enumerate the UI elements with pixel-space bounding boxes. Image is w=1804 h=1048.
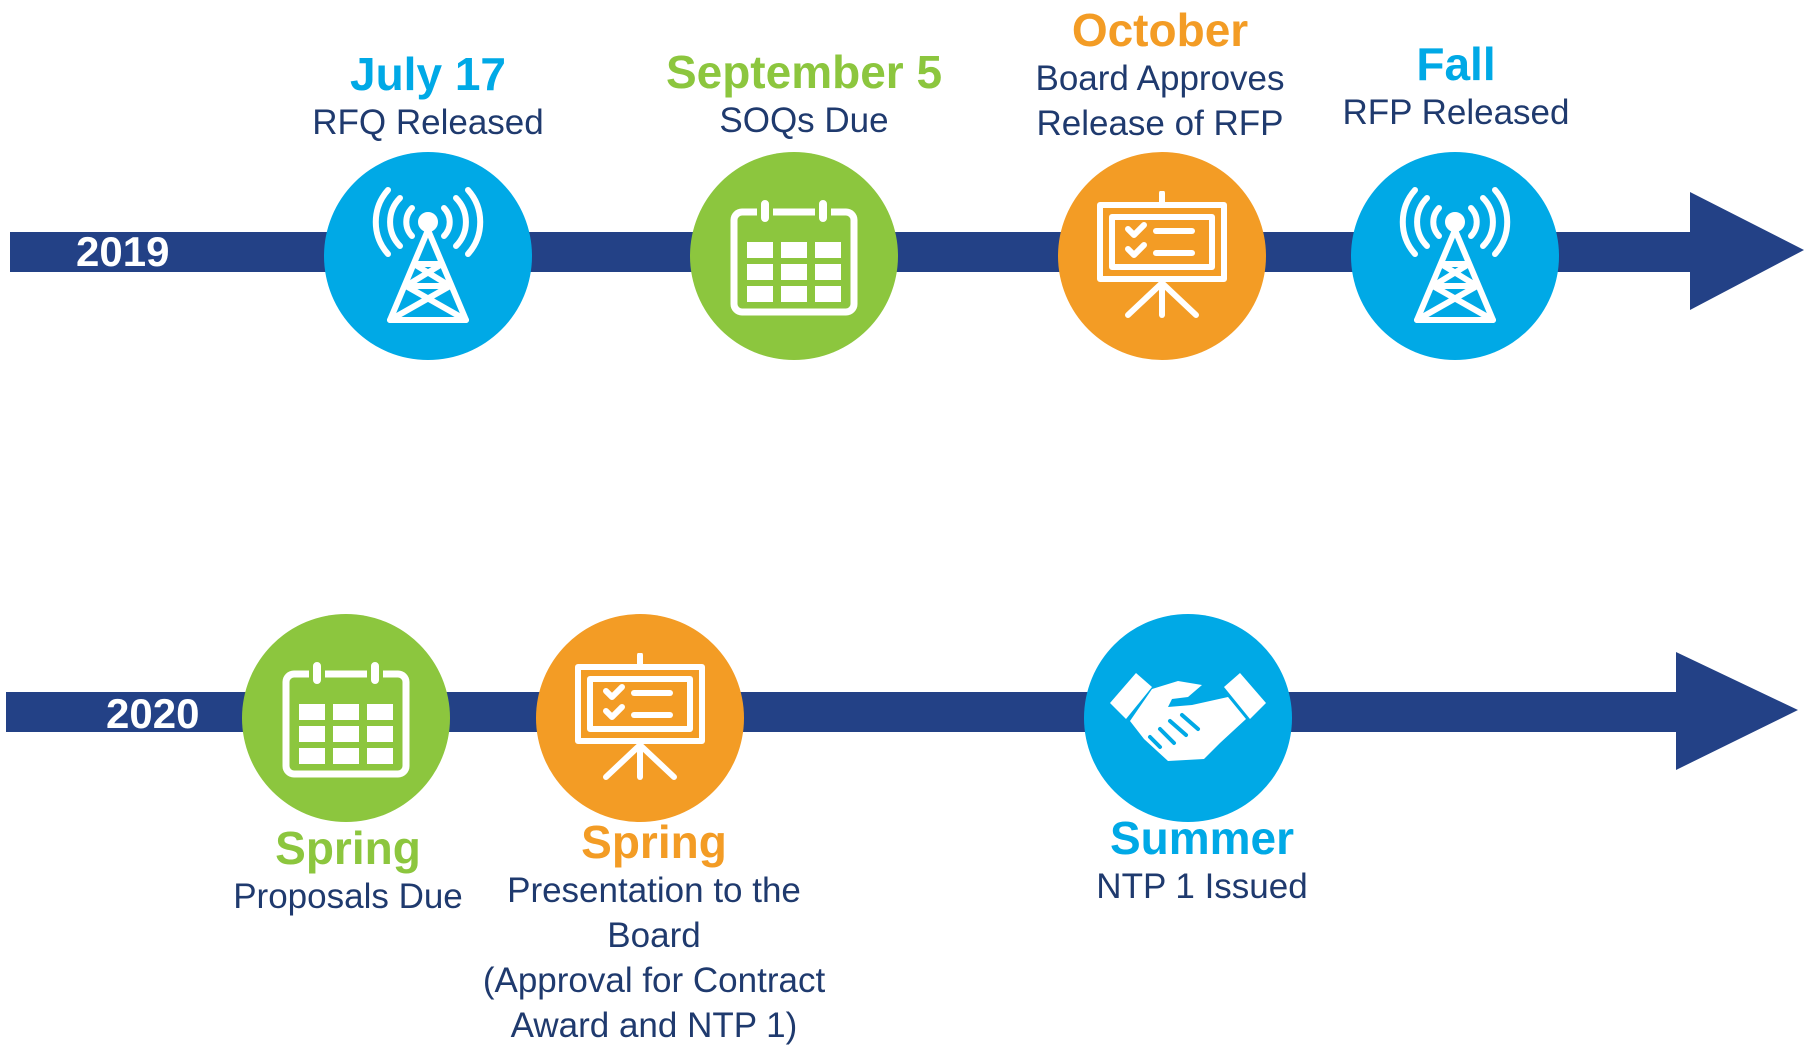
milestone-2019-3-node xyxy=(1058,152,1266,360)
presentation-board-icon xyxy=(575,653,705,780)
milestone-date: Summer xyxy=(1109,812,1295,864)
calendar-icon xyxy=(282,658,410,778)
milestone-date: Spring xyxy=(275,822,421,874)
calendar-icon xyxy=(730,196,858,316)
milestone-description: RFQ Released xyxy=(312,103,544,142)
year-label-2019: 2019 xyxy=(76,228,170,275)
presentation-board-icon xyxy=(1097,191,1227,318)
milestone-2019-4-node xyxy=(1351,152,1559,360)
handshake-icon xyxy=(1110,673,1266,761)
milestone-2019-1-node xyxy=(324,152,532,360)
milestone-description: Presentation to the Board (Approval for … xyxy=(482,871,826,1045)
year-label-2020: 2020 xyxy=(106,690,200,737)
milestone-2019-1-label: July 17 RFQ Released xyxy=(228,48,628,145)
milestone-2020-2-label: Spring Presentation to the Board (Approv… xyxy=(454,816,854,1048)
milestone-date: Spring xyxy=(581,816,727,868)
milestone-2020-3-node xyxy=(1084,614,1292,822)
radio-tower-icon xyxy=(1399,187,1511,323)
milestone-date: July 17 xyxy=(350,48,506,100)
milestone-2019-3-label: October Board Approves Release of RFP xyxy=(960,4,1360,146)
milestone-2020-1-node xyxy=(242,614,450,822)
milestone-date: September 5 xyxy=(665,46,943,98)
milestone-description: Board Approves Release of RFP xyxy=(1035,59,1285,143)
milestone-description: SOQs Due xyxy=(719,101,889,140)
milestone-description: Proposals Due xyxy=(233,877,463,916)
timeline-bar-2019 xyxy=(0,192,1804,312)
milestone-description: NTP 1 Issued xyxy=(1096,867,1308,906)
milestone-date: October xyxy=(1071,4,1249,56)
timeline-bar-2020 xyxy=(0,652,1798,772)
milestone-date: Fall xyxy=(1416,38,1496,90)
milestone-2020-2-node xyxy=(536,614,744,822)
milestone-2019-4-label: Fall RFP Released xyxy=(1256,38,1656,135)
radio-tower-icon xyxy=(372,187,484,323)
milestone-description: RFP Released xyxy=(1342,93,1570,132)
milestone-2019-2-node xyxy=(690,152,898,360)
milestone-2020-1-label: Spring Proposals Due xyxy=(148,822,548,919)
milestone-2019-2-label: September 5 SOQs Due xyxy=(604,46,1004,143)
milestone-2020-3-label: Summer NTP 1 Issued xyxy=(1002,812,1402,909)
